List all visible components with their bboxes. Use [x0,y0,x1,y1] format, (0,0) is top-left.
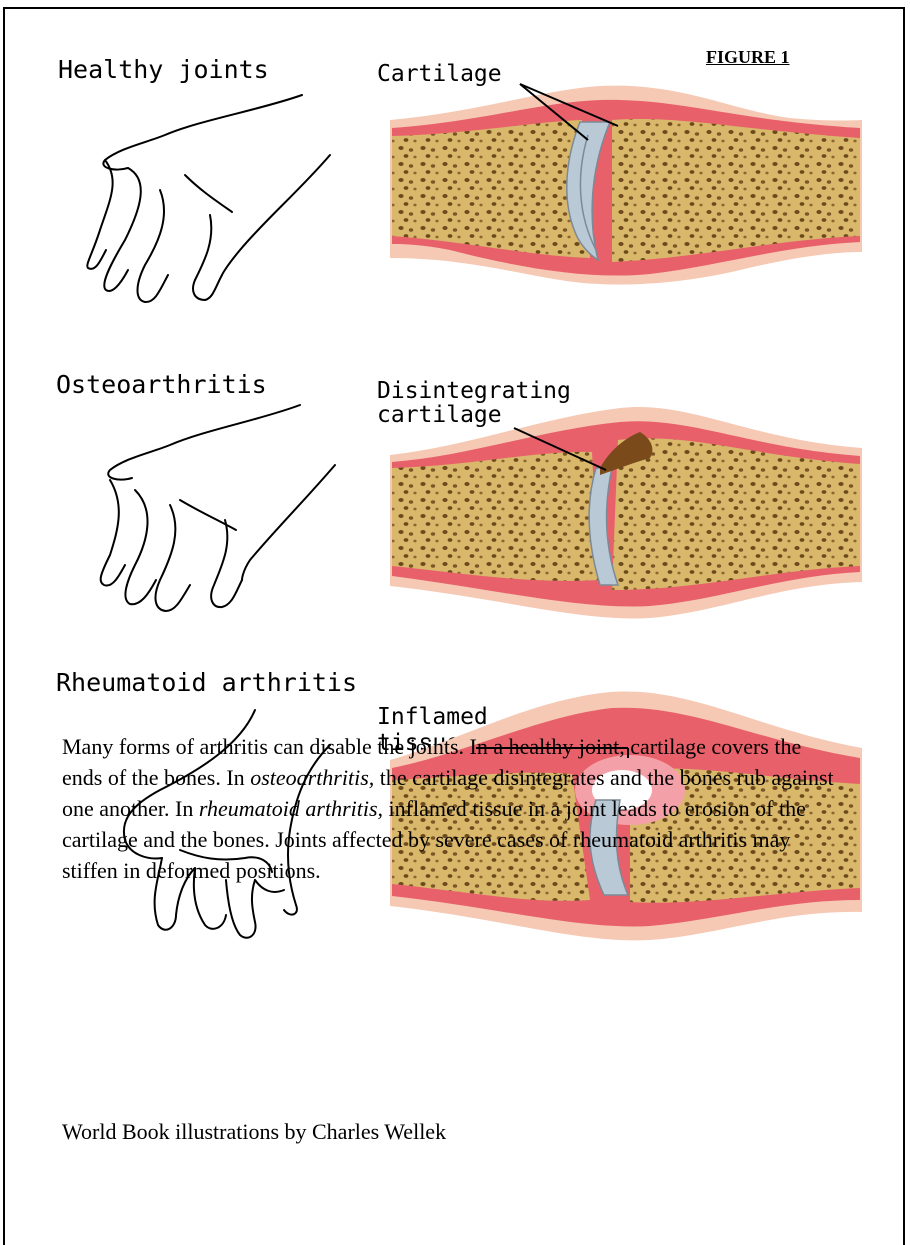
hand-healthy [87,95,330,302]
illustration-credit: World Book illustrations by Charles Well… [62,1117,482,1147]
joint-healthy [390,86,862,285]
joint-osteoarthritis [390,407,862,618]
caption: Many forms of arthritis can disable the … [62,731,842,886]
caption-term-rheumatoid: rheumatoid arthritis, [199,796,383,821]
hand-osteoarthritis [101,405,335,611]
caption-term-osteoarthritis: osteoarthritis, [250,765,374,790]
